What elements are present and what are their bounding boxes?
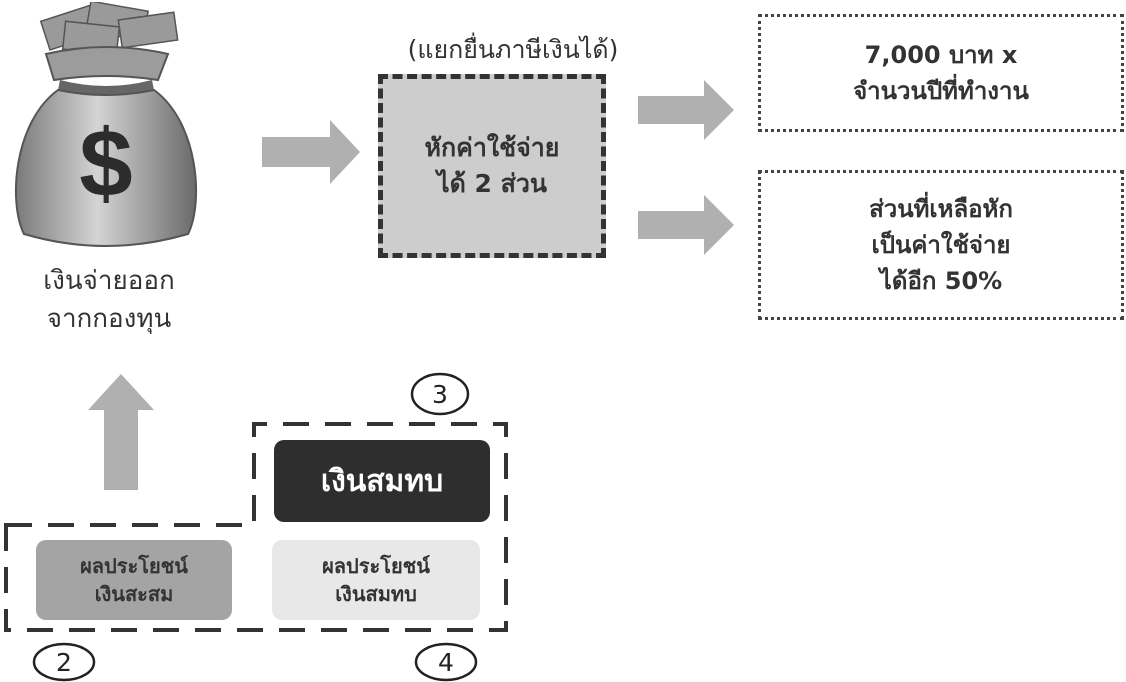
accumulated-benefit-line-1: ผลประโยชน์ [80, 554, 188, 578]
source-label: เงินจ่ายออก จากกองทุน [14, 262, 204, 338]
marker-3: 3 [432, 379, 448, 409]
accumulated-benefit-box: ผลประโยชน์ เงินสะสม [36, 540, 232, 620]
arrow-up-to-source [88, 374, 154, 490]
deduction-line-1: หักค่าใช้จ่าย [424, 133, 560, 162]
contribution-benefit-line-1: ผลประโยชน์ [322, 554, 430, 578]
outcome-1-line-2: จำนวนปีที่ทำงาน [853, 77, 1029, 105]
outcome-1-line-1: 7,000 บาท x [864, 41, 1018, 69]
source-label-line-2: จากกองทุน [46, 304, 172, 334]
deduction-box: หักค่าใช้จ่าย ได้ 2 ส่วน [378, 74, 606, 258]
arrow-to-outcome-2 [638, 195, 734, 255]
deduction-caption: (แยกยื่นภาษีเงินได้) [407, 35, 619, 64]
deduction-line-2: ได้ 2 ส่วน [437, 169, 547, 198]
outcome-2-line-3: ได้อีก 50% [879, 267, 1003, 295]
contribution-benefit-box: ผลประโยชน์ เงินสมทบ [272, 540, 480, 620]
outcome-box-fixed-deduction: 7,000 บาท x จำนวนปีที่ทำงาน [758, 14, 1124, 132]
accumulated-benefit-line-2: เงินสะสม [94, 582, 174, 606]
contribution-box: เงินสมทบ [274, 440, 490, 522]
outcome-2-line-1: ส่วนที่เหลือหัก [869, 195, 1013, 223]
contribution-benefit-line-2: เงินสมทบ [335, 582, 417, 606]
marker-circle-3 [410, 372, 470, 416]
dollar-sign: $ [79, 110, 132, 217]
money-bag-icon: $ [15, 2, 197, 247]
arrow-to-deduction [262, 120, 360, 184]
arrow-to-outcome-1 [638, 80, 734, 140]
outcome-2-line-2: เป็นค่าใช้จ่าย [871, 231, 1011, 259]
marker-2: 2 [56, 647, 72, 677]
marker-4: 4 [438, 647, 454, 677]
marker-circle-2 [32, 642, 96, 682]
outcome-box-remaining-deduction: ส่วนที่เหลือหัก เป็นค่าใช้จ่าย ได้อีก 50… [758, 170, 1124, 320]
source-label-line-1: เงินจ่ายออก [43, 266, 175, 296]
benefit-group-outline [4, 422, 508, 632]
marker-circle-4 [414, 642, 478, 682]
